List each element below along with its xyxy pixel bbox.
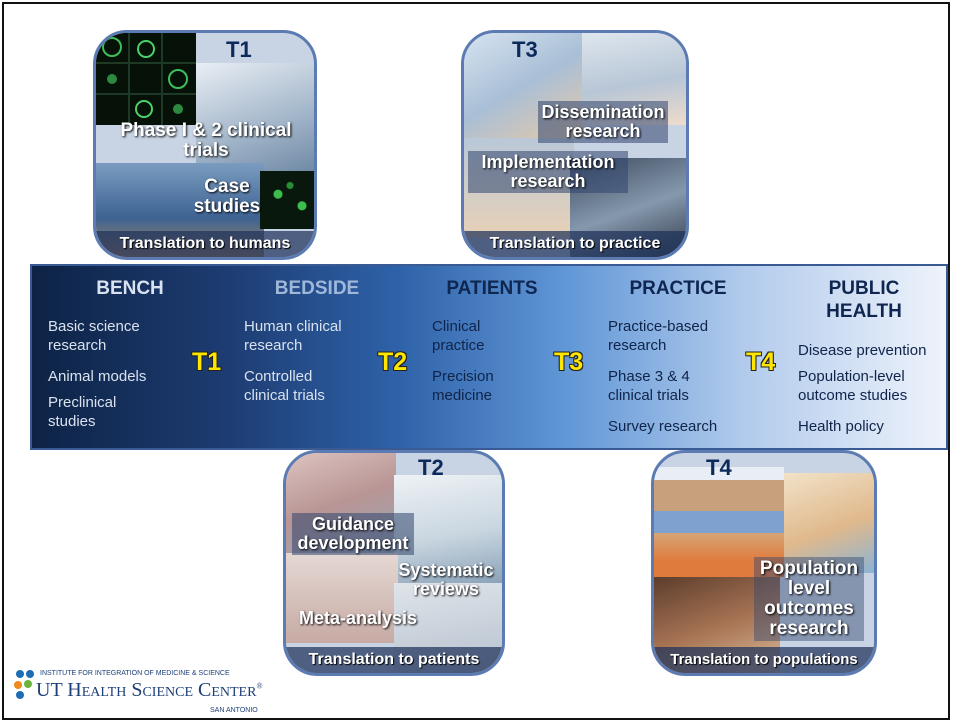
logo-name: UT Health Science Center	[36, 679, 257, 701]
stage-t3-label: T3	[554, 348, 584, 376]
t1-phase-trials-label: Phase I & 2 clinical trials	[120, 120, 292, 161]
uthscsa-logo: INSTITUTE FOR INTEGRATION OF MEDICINE & …	[12, 669, 342, 721]
logo-institute-text: INSTITUTE FOR INTEGRATION OF MEDICINE & …	[40, 670, 230, 677]
stage-t1-label: T1	[192, 348, 222, 376]
t3-title: T3	[512, 37, 538, 62]
t2-guidance-label: Guidance development	[292, 513, 414, 555]
t1-tile: T1 Phase I & 2 clinical trials Case stud…	[93, 30, 317, 260]
logo-name-text: UT Health Science Center®	[36, 679, 263, 702]
t4-caption: Translation to populations	[654, 647, 874, 673]
patients-item: Clinical practice	[432, 318, 485, 354]
t3-tile: T3 Dissemination research Implementation…	[461, 30, 689, 260]
t3-implementation-label: Implementation research	[468, 151, 628, 193]
cell-image	[96, 33, 196, 125]
public-health-item: Health policy	[798, 418, 884, 435]
t2-meta-analysis-label: Meta-analysis	[298, 608, 418, 628]
t3-caption: Translation to practice	[464, 231, 686, 257]
t2-caption: Translation to patients	[286, 647, 502, 673]
t1-case-studies-label: Case studies	[193, 176, 261, 217]
t3-dissemination-label: Dissemination research	[538, 101, 668, 143]
bench-item: Preclinical studies	[48, 394, 117, 430]
public-health-item: Population-level outcome studies	[798, 368, 908, 404]
lab-photo	[196, 63, 314, 173]
bedside-item: Controlled clinical trials	[244, 368, 325, 404]
t4-tile: T4 Population level outcomes research Tr…	[651, 450, 877, 676]
bedside-item: Human clinical research	[244, 318, 342, 354]
public-health-item: Disease prevention	[798, 342, 927, 359]
practice-item: Phase 3 & 4 clinical trials	[608, 368, 690, 404]
t2-systematic-reviews-label: Systematic reviews	[398, 560, 494, 599]
stage-t4-label: T4	[746, 348, 776, 376]
t1-title: T1	[226, 37, 252, 62]
logo-location-text: SAN ANTONIO	[210, 707, 258, 714]
patients-title: PATIENTS	[446, 278, 538, 299]
t4-population-outcomes-label: Population level outcomes research	[754, 557, 864, 641]
child-photo	[784, 473, 874, 573]
bench-title: BENCH	[96, 278, 164, 299]
crowd-photo	[654, 467, 784, 577]
translational-spectrum-band: BENCH Basic science research Animal mode…	[30, 264, 948, 450]
t1-caption: Translation to humans	[96, 231, 314, 257]
logo-registered-mark: ®	[256, 681, 263, 691]
hospital-bed-photo	[286, 553, 398, 643]
public-health-title: PUBLIC HEALTH	[826, 278, 902, 322]
stage-t2-label: T2	[378, 348, 408, 376]
practice-item: Survey research	[608, 418, 718, 435]
t2-title: T2	[418, 455, 444, 480]
patients-item: Precision medicine	[432, 368, 494, 404]
microscopy-image	[260, 171, 314, 229]
bench-item: Basic science research	[48, 318, 140, 354]
bench-item: Animal models	[48, 368, 147, 385]
bedside-title: BEDSIDE	[274, 278, 360, 299]
t4-title: T4	[706, 455, 732, 480]
t2-tile: T2 Guidance development Systematic revie…	[283, 450, 505, 676]
practice-title: PRACTICE	[629, 278, 727, 299]
practice-item: Practice-based research	[608, 318, 709, 354]
logo-dots-icon	[14, 670, 34, 699]
